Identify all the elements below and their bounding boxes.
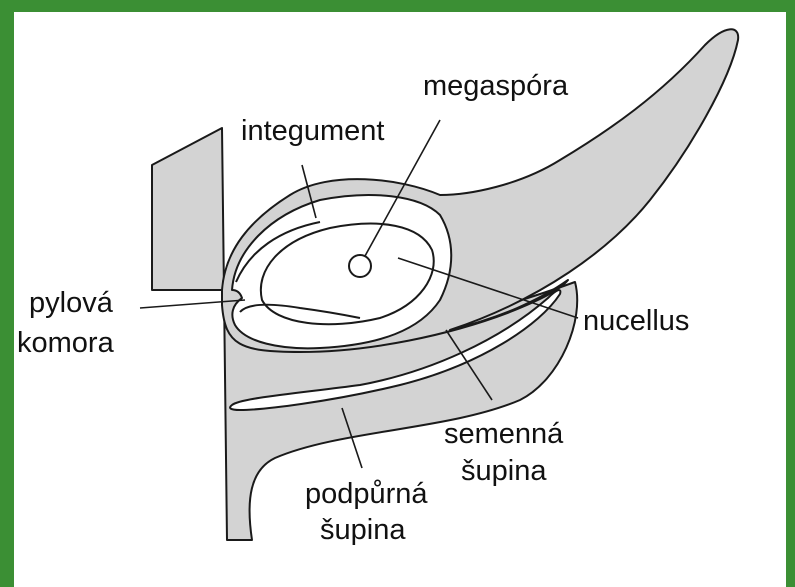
label-supina-semenna: šupina xyxy=(461,455,547,487)
label-semenna: semenná xyxy=(444,418,564,450)
label-integument: integument xyxy=(241,115,385,147)
label-megaspora: megaspóra xyxy=(423,70,569,102)
label-komora: komora xyxy=(17,327,115,359)
megaspore-shape xyxy=(349,255,371,277)
label-pylova: pylová xyxy=(29,287,114,319)
label-supina-podpurna: šupina xyxy=(320,514,406,546)
label-nucellus: nucellus xyxy=(583,305,689,337)
label-podpurna: podpůrná xyxy=(305,478,428,510)
